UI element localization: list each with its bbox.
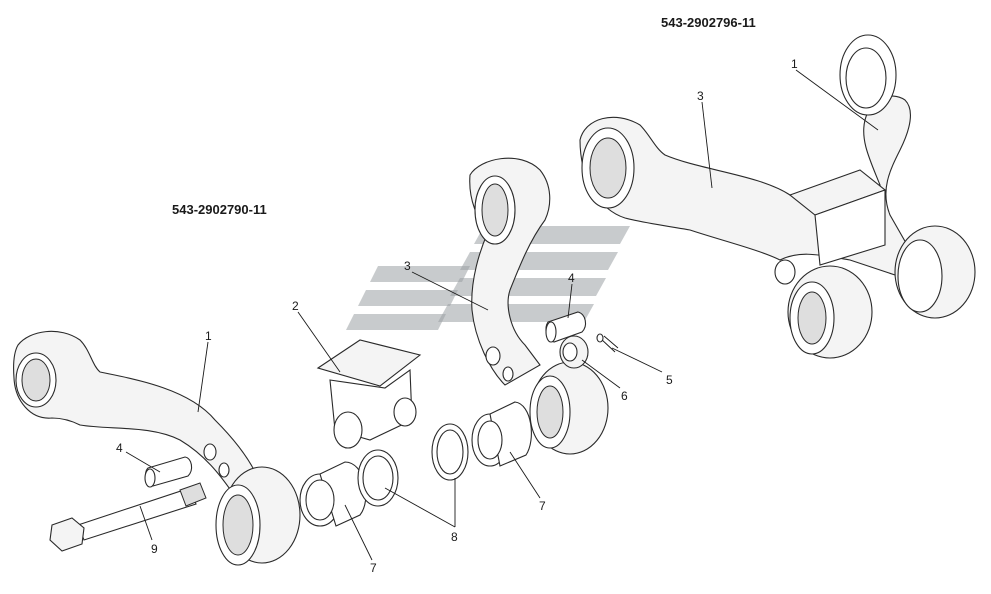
castle-nut	[559, 335, 589, 369]
leader-7-mid	[509, 451, 541, 499]
callout-2: 2	[292, 299, 299, 313]
ring-mid	[431, 423, 469, 481]
pin-mid	[545, 311, 587, 343]
leader-2	[297, 311, 341, 373]
callout-7-left: 7	[370, 561, 377, 575]
lever-assembly-right	[579, 34, 976, 359]
assembly-code-right: 543-2902796-11	[661, 15, 756, 30]
cotter-pin	[596, 333, 619, 353]
leader-3-mid	[411, 271, 489, 311]
callout-3-mid: 3	[404, 259, 411, 273]
bracket	[316, 339, 422, 449]
callout-6: 6	[621, 389, 628, 403]
leader-7-left	[344, 504, 373, 561]
bushing-mid	[471, 401, 532, 467]
leader-6	[581, 359, 621, 389]
leader-1-left	[197, 341, 209, 413]
hub-roller-left	[215, 466, 301, 566]
bushing-left	[299, 461, 367, 527]
hub-roller-mid	[529, 361, 609, 455]
callout-1-left: 1	[205, 329, 212, 343]
callout-4-mid: 4	[568, 271, 575, 285]
ring-left	[357, 449, 399, 507]
bolt	[49, 482, 207, 552]
leader-1-right	[795, 69, 879, 131]
callout-8: 8	[451, 530, 458, 544]
callout-9: 9	[151, 542, 158, 556]
leader-3-right	[701, 101, 713, 189]
callout-4-left: 4	[116, 441, 123, 455]
lever-arm-left	[13, 330, 259, 493]
pin-left	[144, 456, 193, 488]
assembly-code-left: 543-2902790-11	[172, 202, 267, 217]
callout-7-right: 7	[539, 499, 546, 513]
callout-3-right: 3	[697, 89, 704, 103]
leader-9	[139, 505, 153, 541]
callout-5: 5	[666, 373, 673, 387]
leader-5	[611, 347, 663, 373]
leader-8a	[384, 487, 456, 528]
callout-1-right: 1	[791, 57, 798, 71]
splined-lever-mid	[469, 157, 551, 386]
leader-4-mid	[567, 283, 573, 319]
leader-4-left	[125, 451, 161, 473]
